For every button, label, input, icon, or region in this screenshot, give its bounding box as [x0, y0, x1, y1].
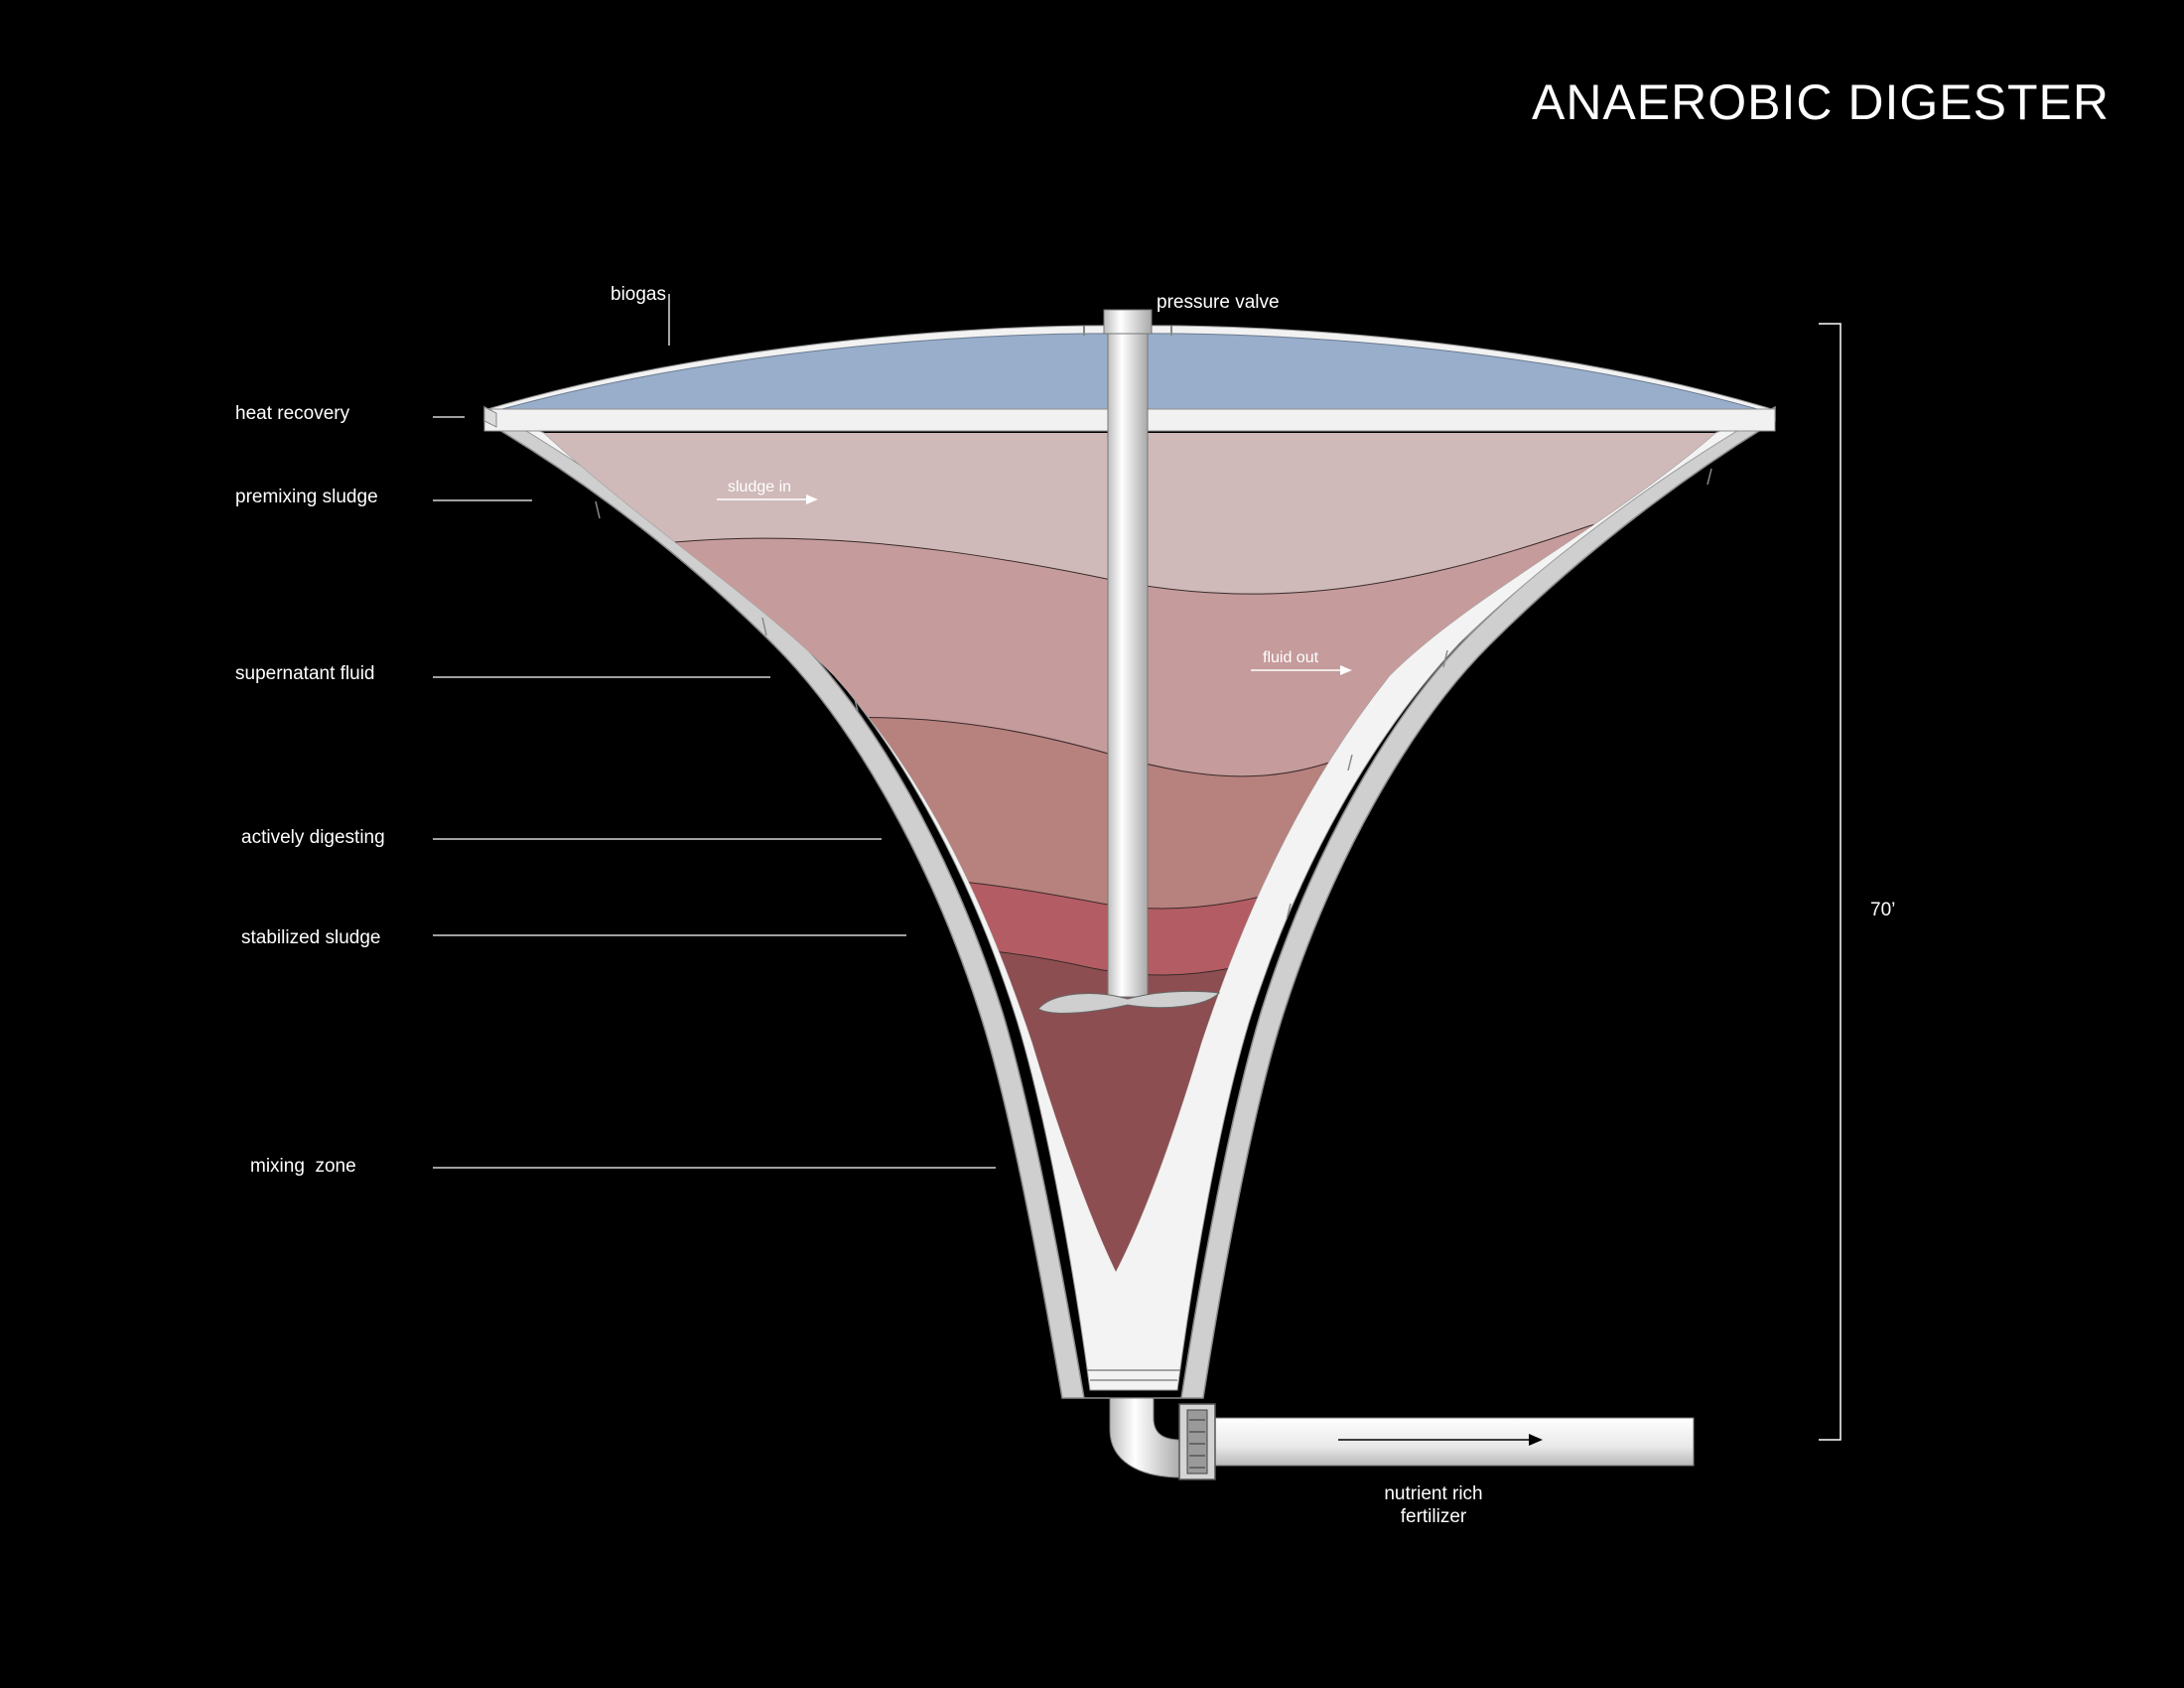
actively-digesting-label: actively digesting: [241, 827, 385, 848]
pressure-valve-label: pressure valve: [1157, 292, 1280, 313]
mixer-shaft: [1107, 309, 1149, 998]
outlet-pipe: [1210, 1417, 1695, 1467]
heat-recovery-label: heat recovery: [235, 403, 350, 424]
height-dimension-label: 70’: [1870, 900, 1896, 920]
pipe-flange: [1178, 1403, 1216, 1480]
stabilized-sludge-label: stabilized sludge: [241, 927, 381, 948]
outflow-arrow: [1338, 1434, 1543, 1446]
mixer-impeller: [1037, 990, 1221, 1014]
height-dimension-bracket: [1819, 323, 1842, 1441]
fertilizer-label-line1: nutrient rich: [1384, 1483, 1483, 1504]
sludge-in-label: sludge in: [728, 479, 792, 495]
sludge-in-arrow: [717, 494, 818, 504]
premixing-sludge-label: premixing sludge: [235, 487, 378, 507]
mixing-zone-label: mixing zone: [250, 1156, 356, 1177]
diagram-title: ANAEROBIC DIGESTER: [1532, 74, 2110, 130]
leader-lines: [433, 294, 996, 1169]
supernatant-fluid-label: supernatant fluid: [235, 663, 375, 684]
fluid-out-label: fluid out: [1263, 649, 1319, 666]
biogas-label: biogas: [611, 284, 666, 305]
shell-segment-marks: [595, 468, 1712, 1381]
fertilizer-label-line2: fertilizer: [1400, 1506, 1467, 1527]
fluid-out-arrow: [1251, 665, 1352, 675]
outlet-elbow-pipe: [1109, 1397, 1182, 1478]
digester-wall: [495, 412, 1768, 1391]
pressure-valve-cap: [1103, 309, 1153, 335]
